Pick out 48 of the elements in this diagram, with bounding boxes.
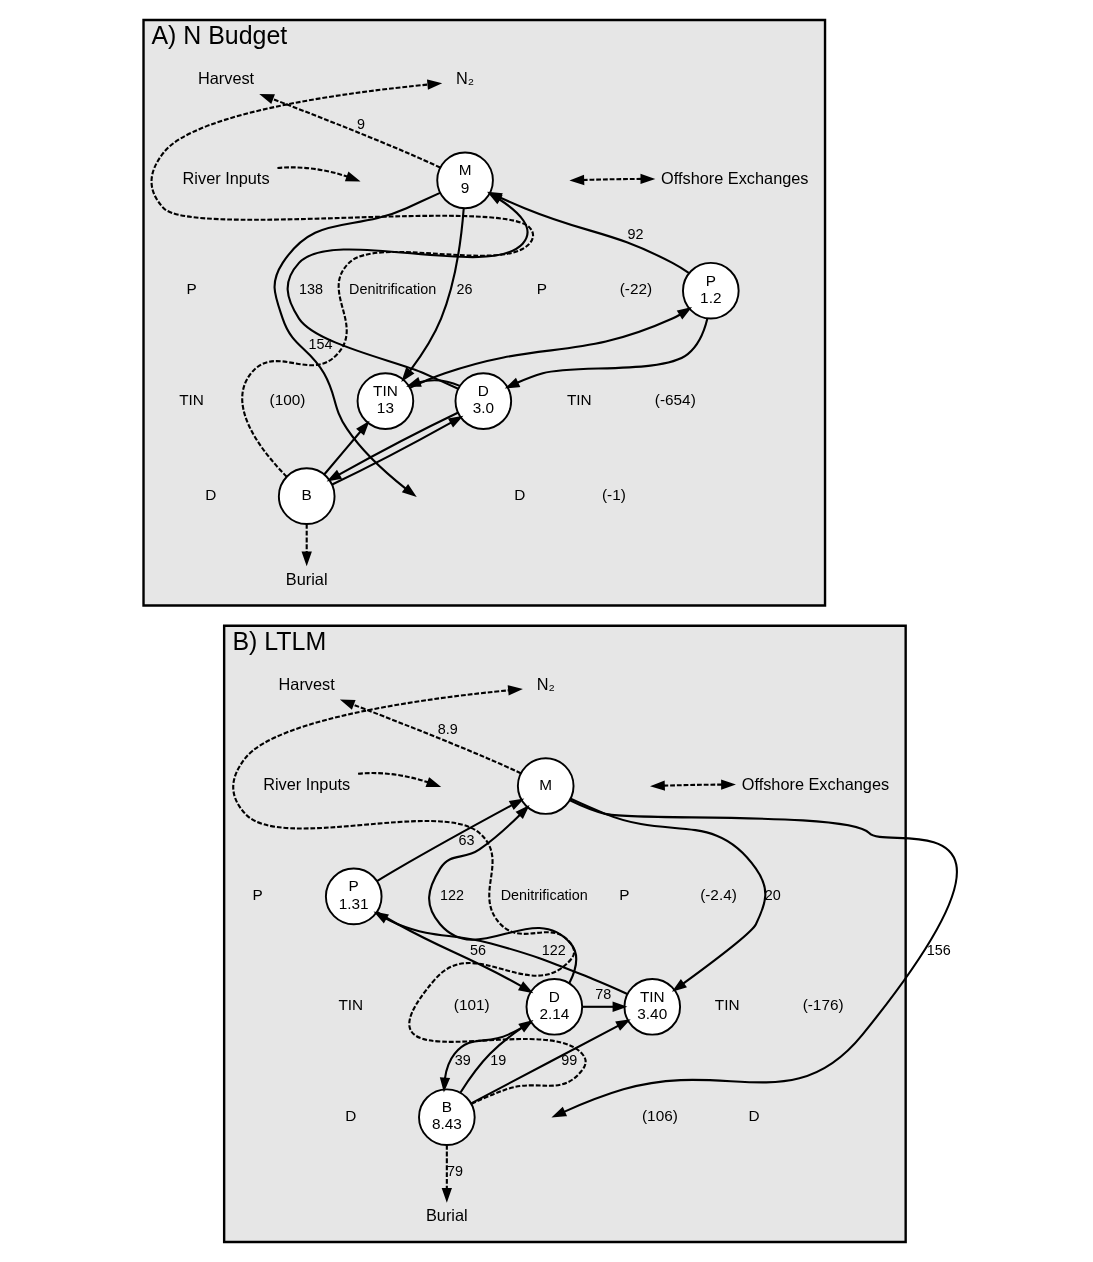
edge-label: 99 [561,1052,578,1069]
node-text: Offshore Exchanges [741,774,890,793]
label: P [619,886,630,904]
edge-label: 92 [627,225,644,242]
node-text: N₂ [536,675,555,694]
label: P [186,280,197,298]
label: D [345,1106,357,1124]
edge-label: 154 [308,336,333,353]
label: (106) [642,1106,678,1124]
edge-label: 156 [926,941,951,958]
label: D [205,485,217,503]
label: P [536,280,547,298]
node-text: River Inputs [182,169,270,188]
node-text: Burial [426,1205,468,1224]
edge-label: 9 [356,115,365,132]
node-text: N₂ [456,69,475,88]
node-text: Harvest [278,675,335,694]
label: (-176) [802,996,844,1014]
label: D [748,1106,760,1124]
edge-label: 138 [299,281,324,298]
label: TIN [714,996,740,1014]
label: D [514,485,526,503]
label: (-22) [619,280,653,298]
edge-label: 78 [595,986,612,1003]
label: TIN [179,390,204,408]
edge-label: 26 [456,281,473,298]
label: (-1) [601,485,626,503]
edge-label: 39 [454,1052,471,1069]
node-text: Offshore Exchanges [661,169,809,188]
label: (100) [269,390,306,408]
edge-label: 79 [447,1162,463,1179]
node-text: Harvest [197,69,255,88]
label: (101) [453,996,490,1014]
edge-label: 56 [470,941,487,958]
edge-label: 122 [440,886,465,903]
label: P [252,886,263,904]
edge-label: Denitrification [500,886,588,903]
label: TIN [566,390,592,408]
label: (-2.4) [700,886,737,904]
edge-label: 8.9 [437,721,458,738]
label: TIN [338,996,364,1014]
edge-label: 63 [458,831,475,848]
node-text: Burial [285,569,328,588]
edge-label: 19 [490,1052,507,1069]
node-text: River Inputs [263,774,351,793]
edge-label: 122 [541,941,566,958]
label: (-654) [654,390,696,408]
edge-label: Denitrification [349,281,437,298]
